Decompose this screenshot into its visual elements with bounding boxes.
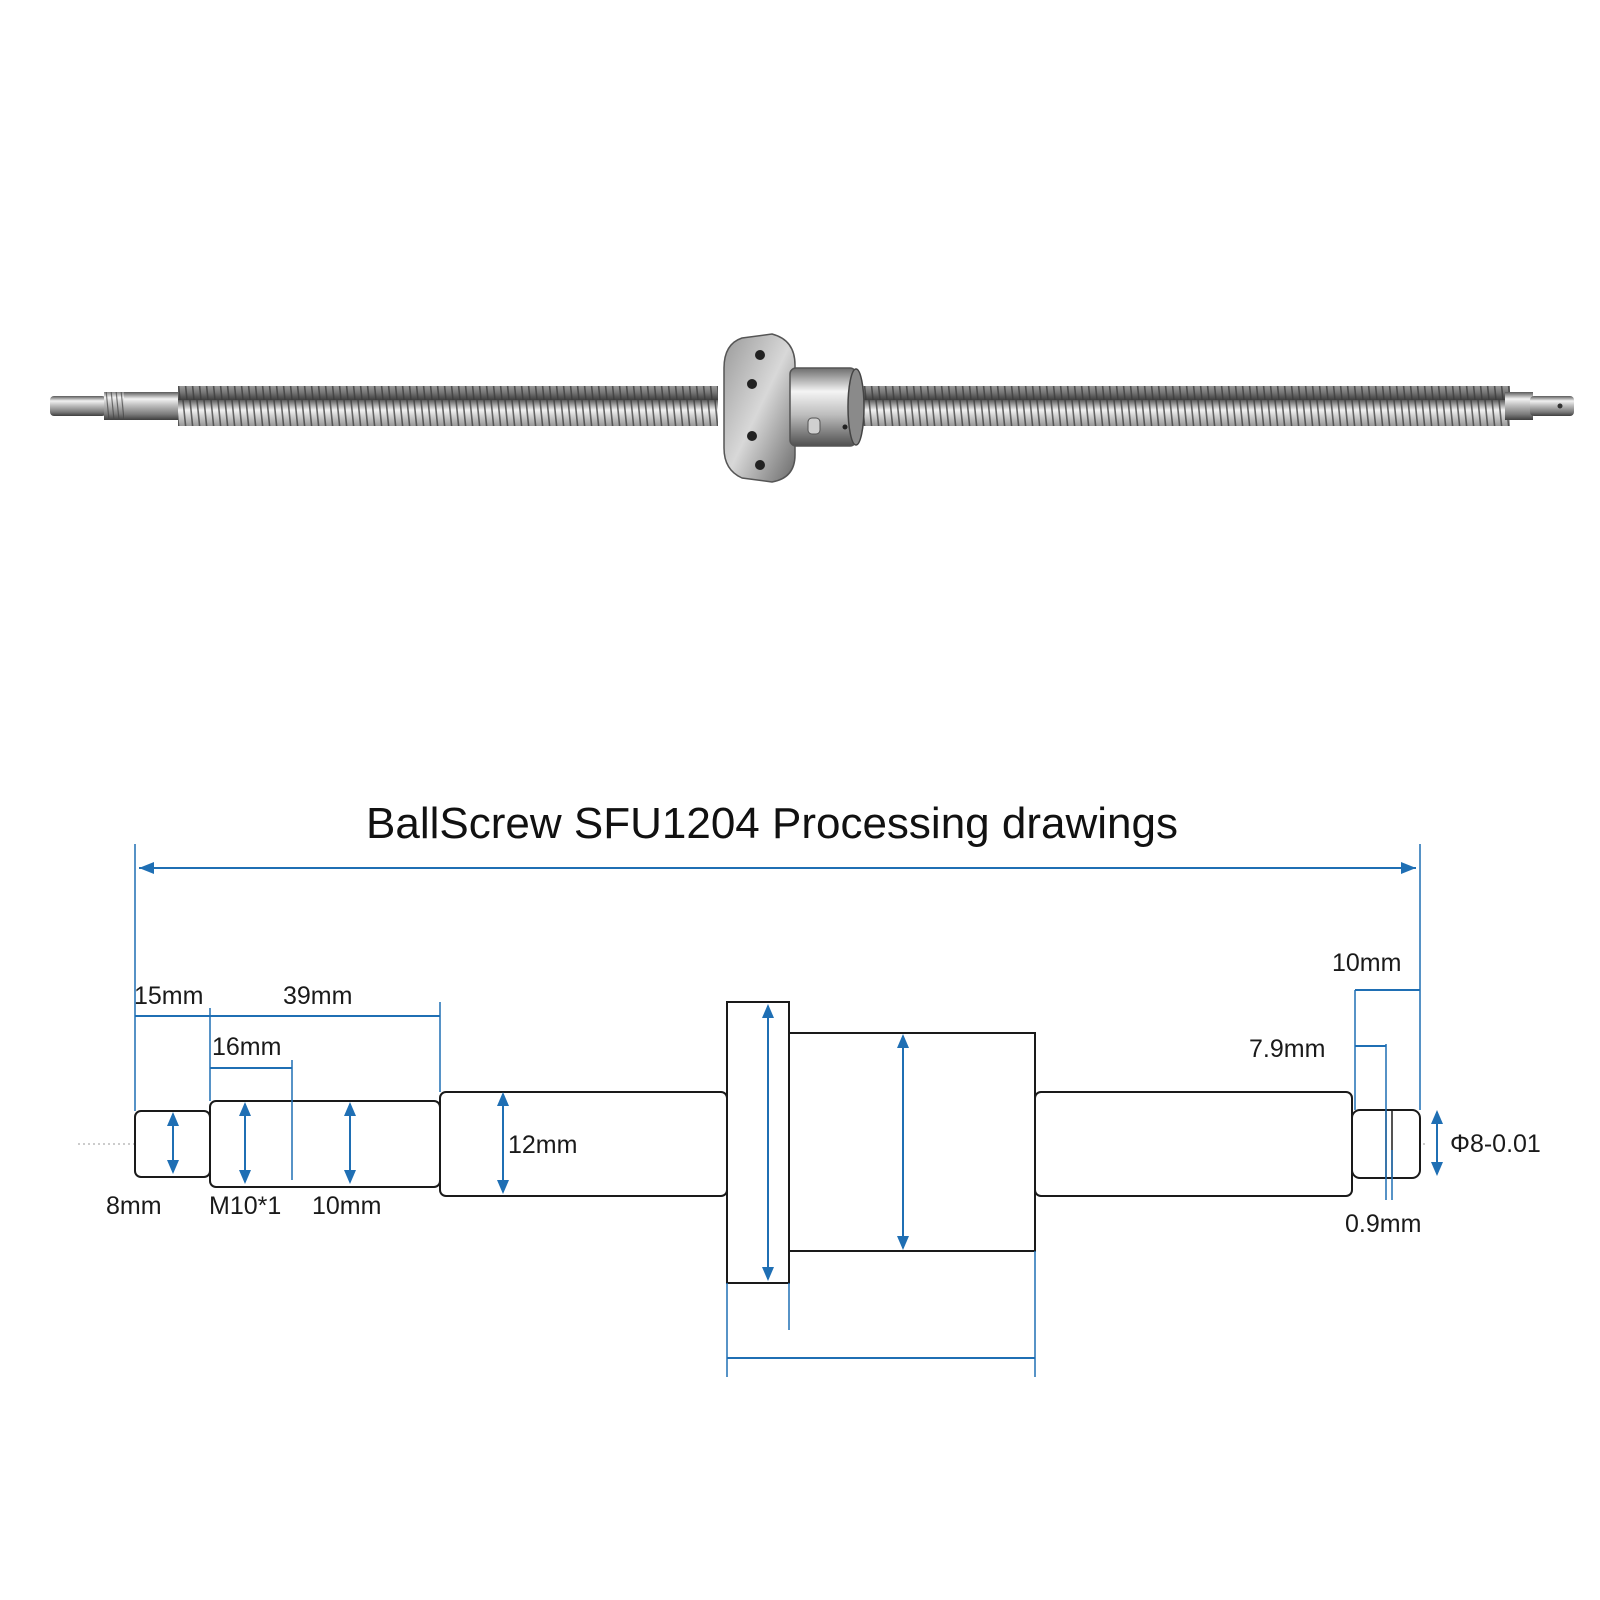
photo-journal-hole (1557, 403, 1563, 409)
photo-nut-end-face (847, 368, 865, 446)
photo-right-step (1505, 392, 1533, 420)
dim-phi8-arrow (1431, 1110, 1443, 1176)
dim-nut-diameter-arrow (897, 1034, 909, 1250)
screw-shaft-right (1034, 1091, 1353, 1197)
label-7-9mm: 7.9mm (1249, 1035, 1325, 1063)
dim-12mm-arrow (497, 1092, 509, 1194)
photo-10mm-section (124, 392, 182, 420)
dim-8mm-arrow (167, 1112, 179, 1174)
photo-left-journal (50, 396, 106, 416)
photo-screw-shaft-right (850, 386, 1510, 426)
label-10mm: 10mm (312, 1192, 381, 1220)
arrow-overall-right (1401, 862, 1416, 874)
label-0-9mm: 0.9mm (1345, 1210, 1421, 1238)
photo-nut-wiper (807, 417, 821, 435)
dim-flange-diameter-arrow (762, 1004, 774, 1281)
photo-m10-thread (104, 392, 126, 420)
label-phi8: Φ8-0.01 (1450, 1130, 1541, 1158)
photo-right-journal (1530, 396, 1574, 416)
photo-nut-oil-hole (842, 424, 848, 430)
nut-flange (726, 1001, 790, 1284)
arrow-overall-left (139, 862, 154, 874)
photo-flange-hole-1 (755, 350, 765, 360)
nut-body (788, 1032, 1036, 1252)
dim-m10-arrow (239, 1102, 251, 1184)
dim-10mm-arrow (344, 1102, 356, 1184)
photo-nut-flange (723, 333, 796, 483)
drawing-title: BallScrew SFU1204 Processing drawings (366, 799, 1178, 848)
screw-shaft-left (439, 1091, 728, 1197)
photo-screw-shaft-left (178, 386, 718, 426)
label-8mm: 8mm (106, 1192, 162, 1220)
label-15mm: 15mm (134, 982, 203, 1010)
label-16mm: 16mm (212, 1033, 281, 1061)
label-right-10mm: 10mm (1332, 949, 1401, 977)
label-m10: M10*1 (209, 1192, 281, 1220)
photo-flange-hole-2 (747, 379, 757, 389)
photo-flange-hole-4 (755, 460, 765, 470)
photo-flange-hole-3 (747, 431, 757, 441)
ball-screw-photo (50, 333, 1574, 483)
label-39mm: 39mm (283, 982, 352, 1010)
label-12mm: 12mm (508, 1131, 577, 1159)
